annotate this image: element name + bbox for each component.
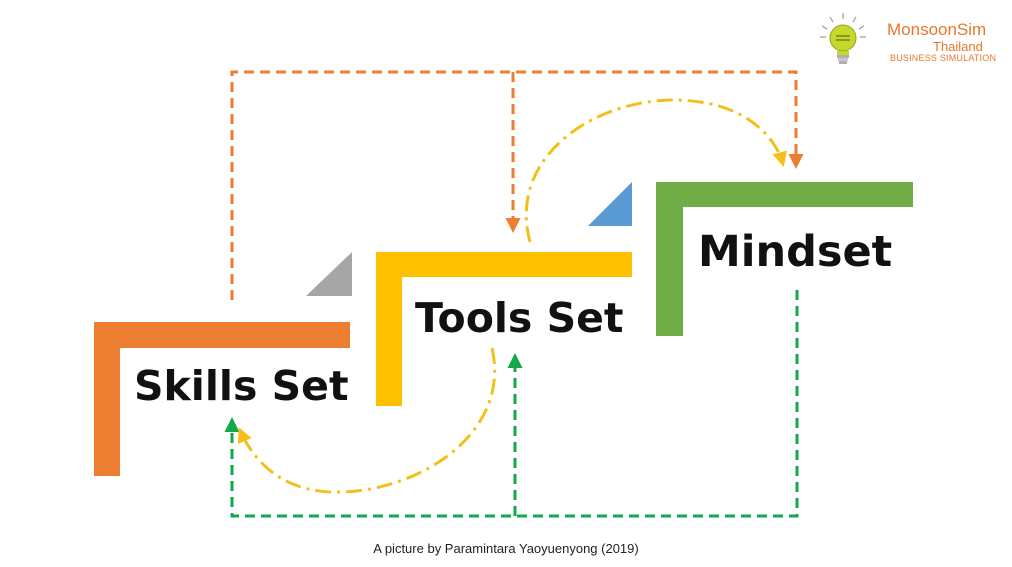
caption: A picture by Paramintara Yaoyuenyong (20… [373,541,639,556]
blue-triangle [588,182,632,226]
logo-subtitle: Thailand [933,39,983,54]
mindset-bracket [656,182,913,336]
tools-set-label: Tools Set [415,294,624,342]
tools-bracket [376,252,632,406]
gray-triangle [306,252,352,296]
yellow-arc-lower [237,347,496,494]
logo-title: MonsoonSim [887,20,987,39]
yellow-arc-upper [524,98,788,243]
monsoonsim-logo: MonsoonSim Thailand BUSINESS SIMULATION [812,10,1002,70]
green-dashed-loop [224,290,799,518]
skills-set-label: Skills Set [134,362,349,410]
skills-bracket [94,322,350,476]
lightbulb-icon [820,13,866,64]
mindset-label: Mindset [698,227,893,277]
orange-dashed-loop [230,70,804,300]
logo-tagline: BUSINESS SIMULATION [890,53,997,63]
